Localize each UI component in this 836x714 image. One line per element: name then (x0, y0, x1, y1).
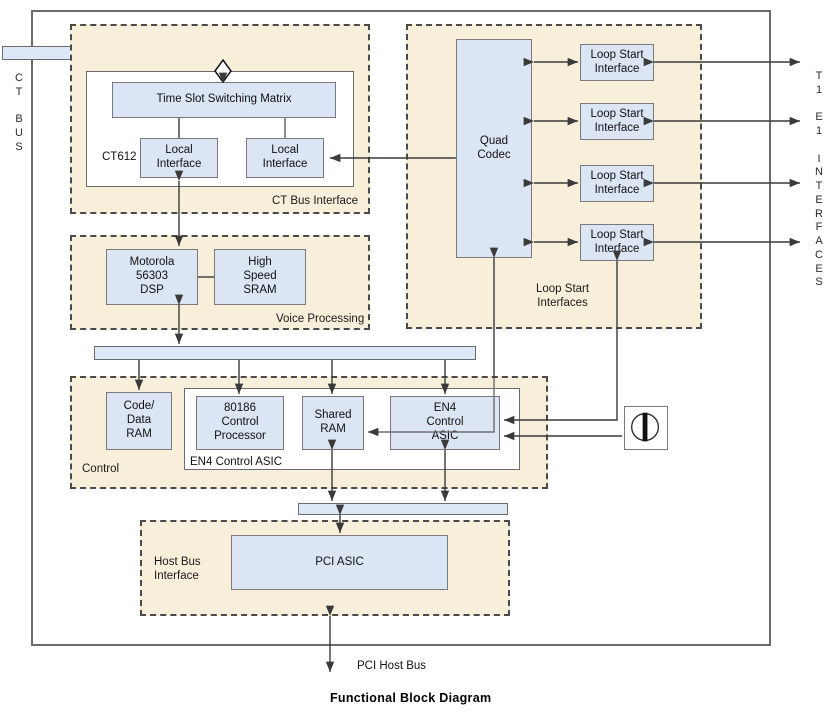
block-high-speed-sram: High Speed SRAM (214, 249, 306, 305)
block-motorola-dsp: Motorola 56303 DSP (106, 249, 198, 305)
internal-bus-bar (94, 346, 476, 360)
block-loop-start-interface-4: Loop Start Interface (580, 224, 654, 261)
region-voice-processing-label: Voice Processing (276, 313, 365, 325)
block-pci-asic: PCI ASIC (231, 535, 448, 590)
jack-connector-icon (624, 406, 668, 450)
host-bus-bar (298, 503, 508, 515)
block-control-processor-80186: 80186 Control Processor (196, 396, 284, 450)
block-loop-start-interface-2: Loop Start Interface (580, 103, 654, 140)
region-loop-start-interfaces-label: Loop Start Interfaces (536, 283, 590, 309)
pci-host-bus-label: PCI Host Bus (357, 660, 427, 672)
block-loop-start-interface-3: Loop Start Interface (580, 165, 654, 202)
region-ct-bus-interface-label: CT Bus Interface (272, 195, 359, 207)
block-local-interface-right: Local Interface (246, 138, 324, 178)
t1-e1-interfaces-edge-label: T 1 E 1 I N T E R F A C E S (815, 70, 823, 289)
block-quad-codec: Quad Codec (456, 39, 532, 258)
block-loop-start-interface-1: Loop Start Interface (580, 44, 654, 81)
block-en4-control-asic: EN4 Control ASIC (390, 396, 500, 450)
block-local-interface-left: Local Interface (140, 138, 218, 178)
board-outline (31, 10, 771, 646)
block-shared-ram: Shared RAM (302, 396, 364, 450)
group-en4-control-asic-label: EN4 Control ASIC (190, 456, 283, 468)
diagram-caption: Functional Block Diagram (330, 691, 492, 705)
jack-connector-glyph (631, 412, 660, 442)
group-ct612-label: CT612 (102, 151, 137, 163)
region-host-bus-interface-label: Host Bus Interface (154, 556, 201, 582)
block-time-slot-switching-matrix: Time Slot Switching Matrix (112, 82, 336, 118)
region-control-label: Control (82, 463, 120, 475)
block-code-data-ram: Code/ Data RAM (106, 392, 172, 450)
ct-bus-edge-label: C T B U S (15, 72, 23, 153)
